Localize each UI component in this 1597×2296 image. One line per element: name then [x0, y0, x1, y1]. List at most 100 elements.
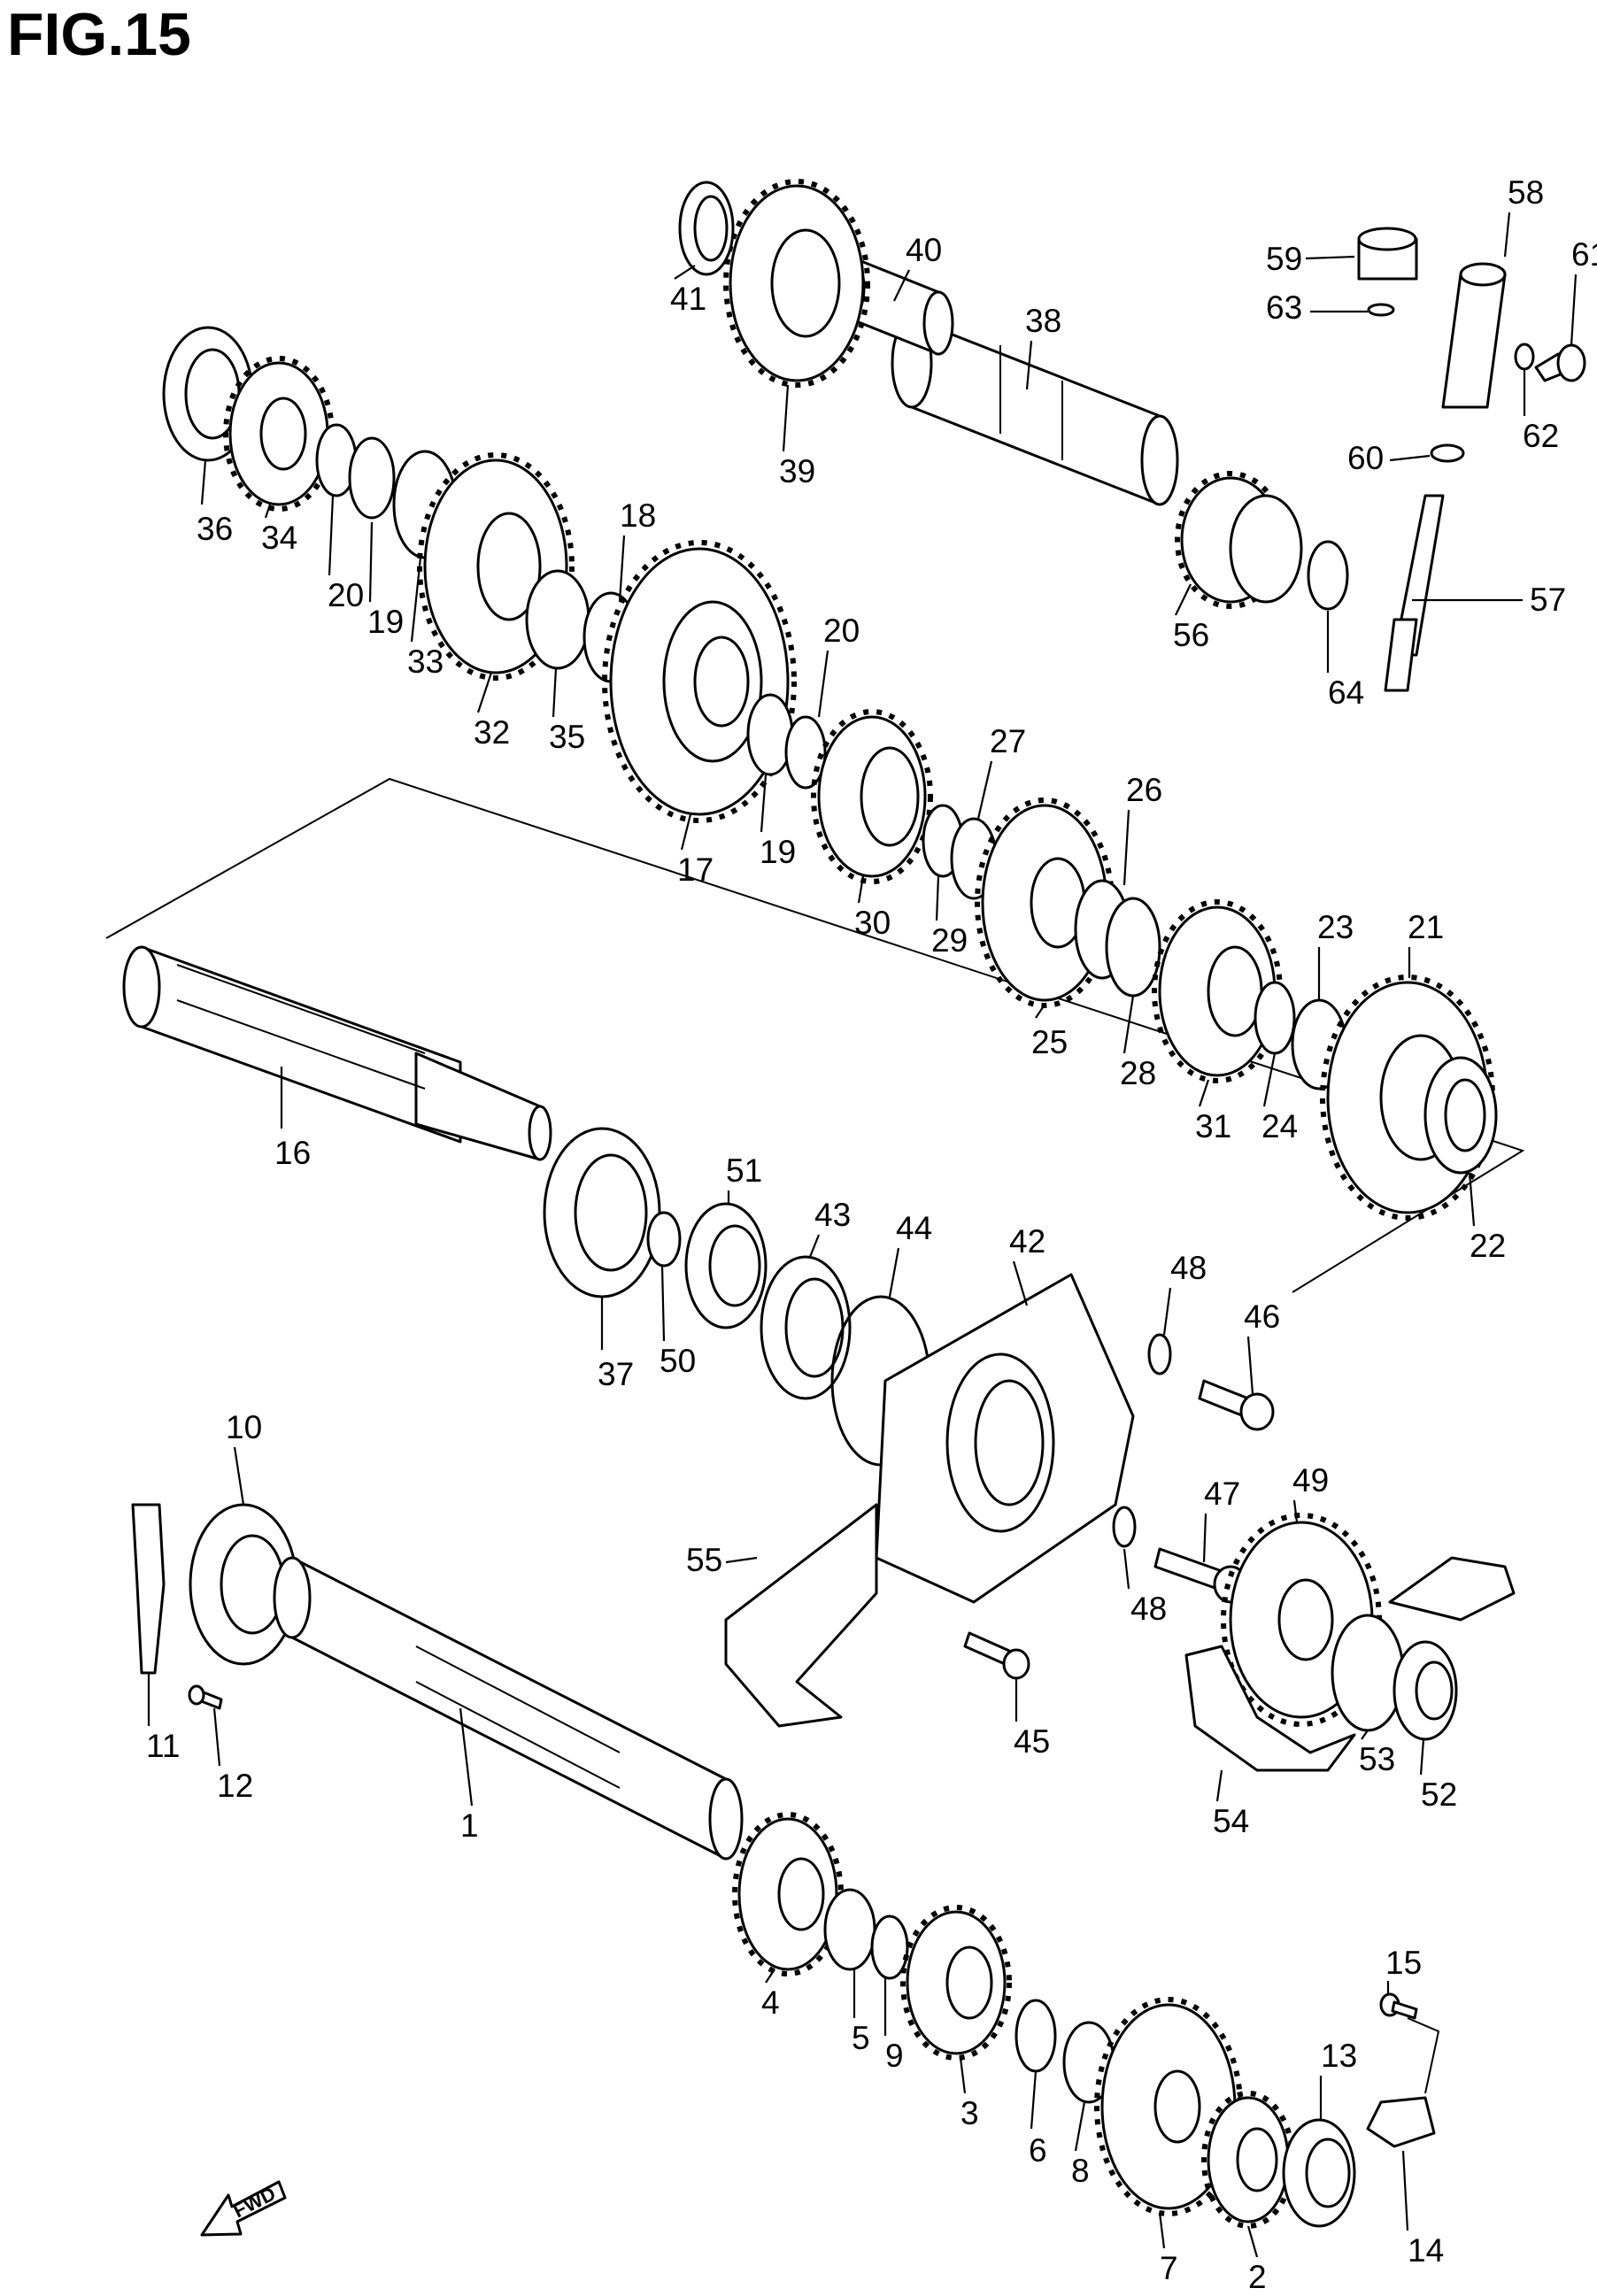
callout-19: 19 — [367, 521, 404, 640]
forward-arrow-icon: FWD — [200, 2180, 287, 2237]
callout-20: 20 — [817, 613, 860, 718]
callout-leader-line — [328, 495, 335, 576]
parts-layer: FWD — [105, 179, 1586, 2237]
part-48-washer-upper — [1147, 1333, 1172, 1375]
callout-leader-line — [760, 774, 768, 833]
callout-number: 43 — [814, 1197, 851, 1233]
part-11-plate — [131, 1503, 166, 1675]
callout-number: 56 — [1173, 617, 1209, 653]
callout-number: 64 — [1328, 674, 1364, 711]
callout-number: 50 — [660, 1343, 696, 1379]
callout-number: 45 — [1014, 1723, 1050, 1760]
callout-40: 40 — [893, 232, 942, 302]
callout-leader-line — [1123, 809, 1130, 886]
callout-62: 62 — [1523, 370, 1559, 454]
callout-31: 31 — [1195, 1079, 1231, 1144]
callout-61: 61 — [1570, 236, 1597, 346]
part-22-bushing — [1423, 1056, 1498, 1175]
part-57-shaft — [1384, 494, 1445, 692]
part-4-gear — [732, 1812, 844, 1976]
part-42-housing — [875, 1273, 1135, 1604]
callout-leader-line — [893, 269, 910, 302]
callout-number: 35 — [549, 719, 585, 755]
part-62-washer — [1514, 343, 1535, 371]
callout-leader-line — [1305, 255, 1355, 260]
callout-17: 17 — [677, 813, 714, 888]
callout-leader-line — [680, 813, 692, 851]
callout-60: 60 — [1347, 440, 1431, 476]
callout-leader-line — [782, 384, 790, 452]
callout-50: 50 — [660, 1265, 696, 1379]
part-35-washer — [525, 569, 590, 670]
part-6-circlip — [1015, 1999, 1057, 2073]
callout-29: 29 — [931, 875, 968, 959]
callout-47: 47 — [1202, 1475, 1240, 1563]
callout-leader-line — [233, 1446, 245, 1506]
callout-number: 9 — [885, 2038, 904, 2074]
callout-number: 17 — [677, 851, 714, 888]
callout-number: 37 — [598, 1356, 634, 1392]
callout-54: 54 — [1213, 1769, 1249, 1839]
callout-number: 40 — [906, 232, 942, 268]
callout-number: 11 — [146, 1728, 180, 1764]
callout-number: 29 — [931, 922, 968, 959]
callout-number: 52 — [1421, 1776, 1457, 1813]
callout-number: 33 — [407, 643, 444, 680]
callout-55: 55 — [686, 1542, 758, 1578]
callout-leader-line — [368, 521, 374, 603]
part-3-gear — [900, 1905, 1012, 2061]
callout-14: 14 — [1401, 2150, 1444, 2269]
part-58-shaft — [1441, 262, 1507, 409]
callout-number: 61 — [1571, 236, 1597, 273]
callout-6: 6 — [1029, 2070, 1047, 2169]
callout-number: 30 — [854, 905, 891, 941]
callout-number: 15 — [1385, 1945, 1422, 1981]
callout-number: 28 — [1120, 1055, 1156, 1091]
part-45-bolt — [963, 1631, 1030, 1680]
part-60-washer — [1430, 443, 1465, 463]
part-53-lock-washer — [1331, 1614, 1405, 1732]
callout-52: 52 — [1419, 1738, 1457, 1813]
callout-leader-line — [618, 535, 626, 603]
callout-3: 3 — [959, 2057, 979, 2131]
callout-number: 31 — [1195, 1108, 1231, 1144]
part-54-chain — [1184, 1645, 1356, 1772]
screw-15-guide — [1407, 2017, 1440, 2094]
part-5-washer — [823, 1888, 876, 1971]
callout-number: 19 — [367, 604, 404, 640]
callout-leader-line — [888, 1247, 900, 1298]
part-38-shaft — [891, 317, 1179, 506]
callout-leader-line — [1262, 1052, 1277, 1107]
part-48-washer-lower — [1112, 1506, 1137, 1548]
callout-number: 46 — [1244, 1298, 1280, 1335]
callout-number: 23 — [1317, 909, 1354, 945]
callout-32: 32 — [474, 672, 510, 751]
callout-leader-line — [660, 1265, 666, 1342]
callout-leader-line — [1074, 2101, 1086, 2152]
callout-leader-line — [1123, 995, 1135, 1054]
callout-56: 56 — [1173, 583, 1209, 653]
callout-15: 15 — [1385, 1945, 1422, 1993]
callout-number: 18 — [620, 497, 656, 534]
callout-39: 39 — [779, 384, 815, 489]
callout-leader-line — [200, 459, 207, 505]
callout-number: 7 — [1160, 2250, 1178, 2286]
callout-number: 3 — [961, 2095, 979, 2131]
callout-41: 41 — [670, 265, 706, 317]
callout-number: 62 — [1523, 418, 1559, 454]
callout-number: 49 — [1292, 1462, 1329, 1499]
callout-leader-line — [817, 650, 829, 718]
callout-leader-line — [725, 1556, 758, 1564]
part-59-nut — [1357, 227, 1418, 281]
callout-leader-line — [857, 875, 865, 904]
callout-leader-line — [1503, 212, 1511, 258]
callout-59: 59 — [1266, 241, 1355, 277]
callout-leader-line — [476, 672, 493, 713]
callout-35: 35 — [549, 667, 585, 755]
part-56-gear — [1175, 471, 1303, 609]
part-55-bracket — [724, 1503, 878, 1728]
part-24-circlip — [1254, 981, 1296, 1055]
part-64-washer — [1307, 540, 1349, 611]
callout-number: 34 — [261, 520, 297, 556]
callout-38: 38 — [1025, 303, 1061, 390]
